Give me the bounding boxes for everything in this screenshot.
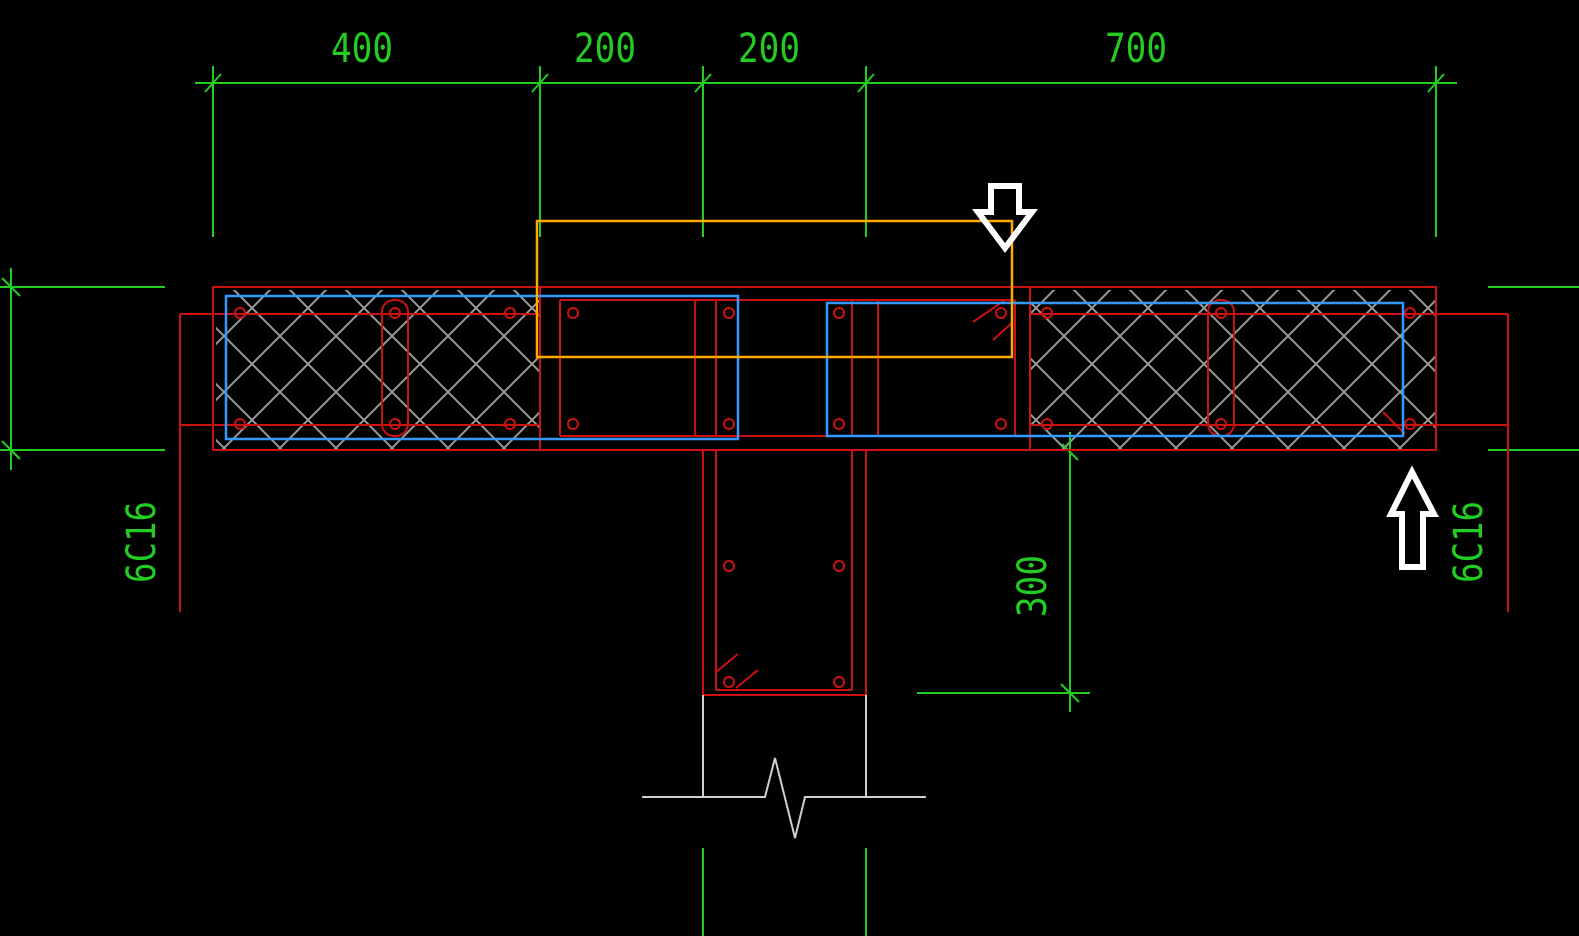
rebar-label-left: 6C16 (119, 501, 165, 583)
rebar-dots (234, 307, 1416, 688)
break-line-icon (642, 695, 926, 839)
rebar-label-right: 6C16 (1446, 501, 1492, 583)
right-extension-lines (1488, 286, 1579, 451)
dim-300: 300 (1010, 555, 1056, 617)
arrow-up-icon (1386, 465, 1439, 570)
arrow-down-icon (972, 183, 1038, 253)
web-depth-dimension (917, 432, 1090, 712)
stirrup-outlines (224, 294, 1405, 441)
top-dimension-chain (195, 66, 1457, 237)
dim-200-a: 200 (574, 26, 636, 72)
dim-700: 700 (1105, 26, 1167, 72)
hatch-left-boundary (216, 290, 540, 450)
highlight-box (535, 219, 1014, 359)
left-vertical-dimension (0, 268, 165, 470)
lower-web-extension (702, 848, 867, 936)
concrete-outline (179, 286, 1509, 696)
dim-200-b: 200 (738, 26, 800, 72)
dim-400: 400 (331, 26, 393, 72)
